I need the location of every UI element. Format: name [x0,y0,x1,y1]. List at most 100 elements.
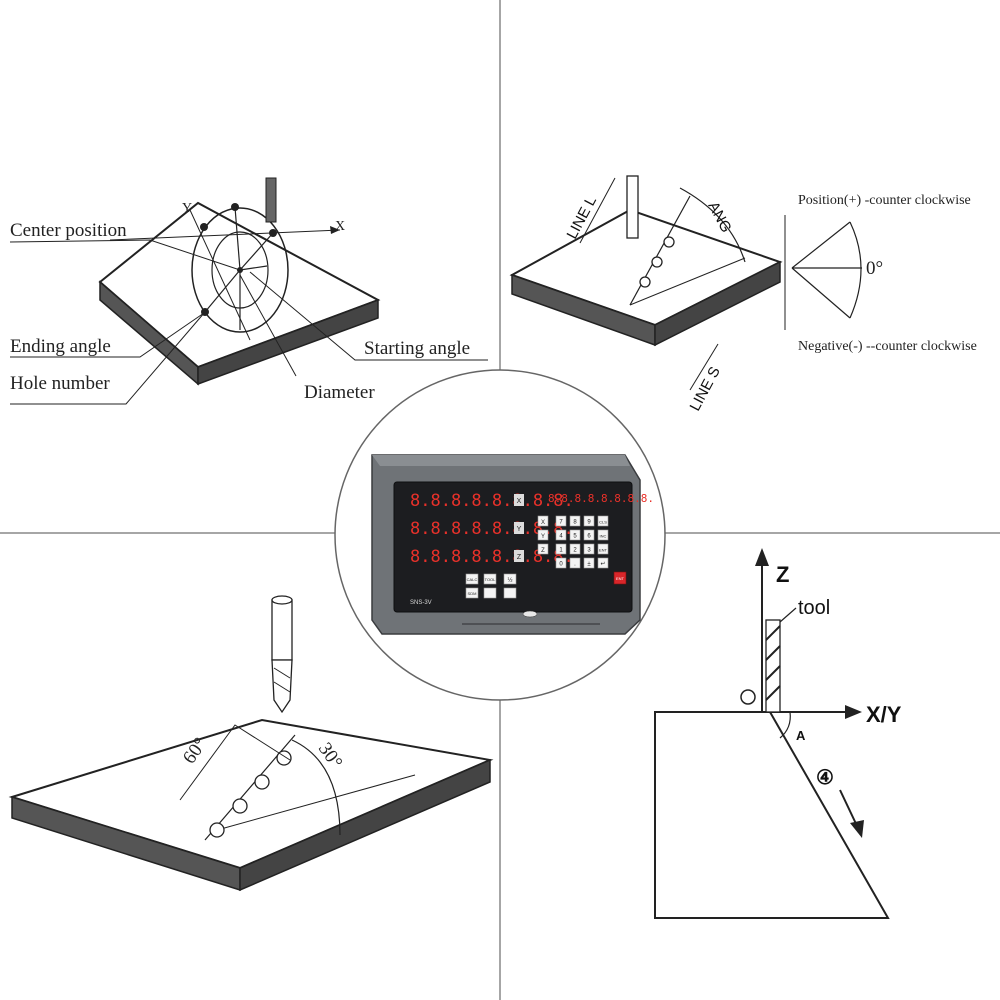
axis-select-x[interactable] [537,515,549,527]
arc-30 [291,739,341,836]
aux-display: 8.8.8.8.8.8.8.8. [548,492,654,505]
keypad-key[interactable] [583,557,595,569]
label-tool: tool [798,597,830,619]
axis-key-x[interactable] [514,494,524,506]
hole-marker [639,276,651,288]
keypad-key[interactable] [569,557,581,569]
half-key-label: ½ [507,577,512,584]
tool-shank [271,599,293,661]
dro-device-inset: 8.8.8.8.8.8.8.8. X 8.8.8.8.8.8.8.8. Y 8.… [334,369,666,701]
tool-flute-lines [273,667,291,693]
x-axis-line [109,229,341,241]
ang-arc [679,187,746,263]
keypad-key-label: . [574,562,576,568]
readout-z-value: 8.8.8.8.8.8.8.8. [410,547,574,567]
keypad-key[interactable] [583,543,595,555]
axis-key-z-label: Z [517,554,522,561]
keypad-key-label: 8 [573,520,577,526]
label-z-axis: Z [776,562,789,587]
hole-marker [663,236,675,248]
panel-bolt-circle: Center position Ending angle Hole number… [9,177,488,405]
edge-finder [740,689,756,705]
plate-front-right [197,298,379,386]
calc-key[interactable] [465,573,479,585]
axis-key-y-label: Y [517,526,522,533]
tool-key[interactable] [483,573,497,585]
function-key[interactable] [483,587,497,599]
angle-arc [849,221,862,319]
axis-select-y[interactable] [537,529,549,541]
sdm-key[interactable] [465,587,479,599]
bolt-circle-outer [191,207,289,333]
label-step-4: ④ [816,767,834,789]
plate-front-right [239,758,491,892]
hole-marker [231,203,239,211]
label-diameter: Diameter [304,382,375,403]
function-key[interactable] [503,587,517,599]
keypad-key[interactable] [597,529,609,541]
x-axis-arrow [330,226,340,234]
tool-hatching [765,625,781,701]
keypad-key-label: 9 [587,520,591,526]
keypad-key-label: ± [587,562,591,568]
dim-line-s [689,343,719,391]
spoke [234,206,241,271]
tool-pointer [779,607,797,623]
tool-top [271,595,293,605]
keypad-key[interactable] [555,529,567,541]
keypad-key[interactable] [569,515,581,527]
xy-axis-arrow [845,705,862,719]
axis-key-y[interactable] [514,522,524,534]
keypad-key[interactable] [583,515,595,527]
keypad-key-label: INC [600,534,607,539]
keypad-key[interactable] [597,515,609,527]
keypad-key-label: 6 [587,534,591,540]
spoke [239,232,274,271]
keypad-key[interactable] [597,543,609,555]
keypad-key-label: 2 [573,548,577,554]
label-ang: ANG [704,199,734,236]
feed-arrowhead [850,820,864,838]
tool-bit [626,175,639,239]
tool-bit [265,177,277,223]
readout-x-value: 8.8.8.8.8.8.8.8. [410,491,574,511]
dim-line-l [579,177,616,244]
leader-starting-angle [249,271,488,361]
keypad-key[interactable] [555,543,567,555]
keypad-key[interactable] [555,557,567,569]
tool-key-label: TOOL [485,577,497,582]
keypad-key[interactable] [569,529,581,541]
base-line [209,774,416,833]
keypad-key[interactable] [569,543,581,555]
label-line-s: LINE S [687,364,724,414]
logo-badge [522,610,538,618]
label-starting-angle: Starting angle [364,338,470,359]
readout-x: 8.8.8.8.8.8.8.8. X [410,491,574,511]
dro-screen [393,481,633,613]
leader-center-position [9,239,241,271]
hole-marker [209,822,225,838]
half-key[interactable] [503,573,517,585]
ent-key-label: ENT [616,576,625,581]
hole-marker [254,774,270,790]
axis-select-z[interactable] [537,543,549,555]
axis-key-z[interactable] [514,550,524,562]
keypad-key-label: ↵ [600,562,605,568]
keypad-key[interactable] [597,557,609,569]
ent-key[interactable] [613,571,627,585]
base-line [629,257,746,306]
feed-arrow [839,789,859,829]
label-angle-a: A [796,728,806,743]
keypad-key-label: 4 [559,534,563,540]
keypad-key[interactable] [555,515,567,527]
keypad-key-label: 7 [559,520,563,526]
angle-ray-down [791,267,851,319]
label-ending-angle: Ending angle [10,336,111,357]
dro-top-edge [372,455,630,466]
keypad-key[interactable] [583,529,595,541]
axis-select-x-label: X [541,520,545,526]
workpiece [654,711,890,919]
keypad-key-label: 5 [573,534,577,540]
angle-ray-up [791,221,851,269]
